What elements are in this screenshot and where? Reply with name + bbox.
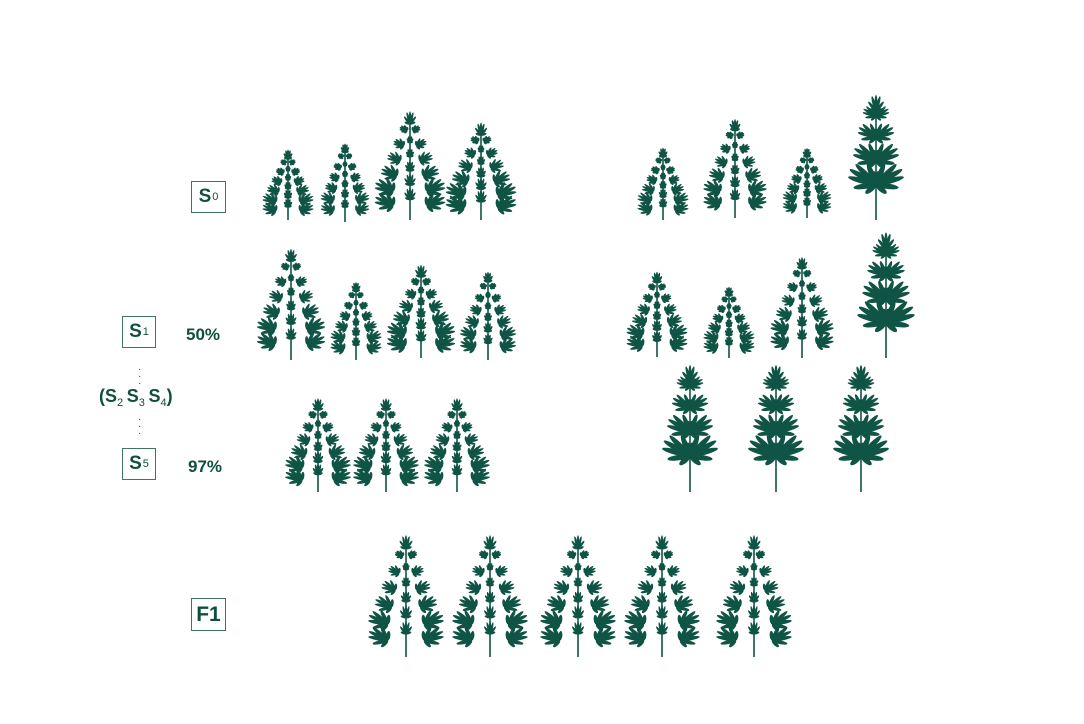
s1-sub: 1 xyxy=(142,326,149,338)
s1-percentage: 50% xyxy=(186,325,221,344)
cannabis-plant-icon xyxy=(353,398,419,492)
cannabis-plant-icon xyxy=(716,535,792,657)
cannabis-plant-icon xyxy=(320,143,370,222)
generations-s2-s4-label: (S2 S3 S4) xyxy=(99,386,173,409)
cannabis-plant-icon xyxy=(445,122,517,220)
s4-sub: 4 xyxy=(160,397,167,409)
cannabis-plant-icon xyxy=(374,111,446,220)
s5-sub: 5 xyxy=(142,458,149,470)
cannabis-plant-icon xyxy=(833,365,889,492)
cannabis-plant-icon xyxy=(368,535,444,657)
f1-text: F1 xyxy=(196,602,221,626)
cannabis-plant-icon xyxy=(256,248,326,360)
s5-percentage: 97% xyxy=(188,457,223,476)
s5-letter: S xyxy=(129,453,142,474)
cannabis-plant-icon xyxy=(848,94,904,220)
cannabis-plant-icon xyxy=(424,398,490,492)
cannabis-plant-icon xyxy=(770,257,834,358)
cannabis-plant-icon xyxy=(637,147,689,220)
cannabis-plant-icon xyxy=(540,535,616,657)
paren-open: ( xyxy=(99,386,105,406)
cannabis-plant-icon xyxy=(624,535,700,657)
s0-sub: 0 xyxy=(212,191,219,203)
cannabis-plant-icon xyxy=(285,398,351,492)
cannabis-plant-icon xyxy=(782,148,832,218)
cannabis-plant-icon xyxy=(703,119,767,218)
cannabis-plant-icon xyxy=(703,286,755,358)
generation-f1-label: F1 xyxy=(191,598,226,631)
cannabis-plant-icon xyxy=(262,149,314,220)
cannabis-plant-icon xyxy=(857,232,915,358)
cannabis-plant-icon xyxy=(460,271,516,360)
s2-letter: S xyxy=(105,386,118,406)
s0-letter: S xyxy=(198,186,212,207)
cannabis-plant-icon xyxy=(330,282,382,360)
cannabis-plant-icon xyxy=(452,535,528,657)
cannabis-plant-icon xyxy=(662,365,718,492)
cannabis-plant-icon xyxy=(386,264,456,358)
s3-letter: S xyxy=(126,386,139,406)
cannabis-plant-icon xyxy=(748,365,804,492)
paren-close: ) xyxy=(166,386,173,406)
s2-sub: 2 xyxy=(117,397,124,409)
s3-sub: 3 xyxy=(138,397,145,409)
dotted-connector-top: ··· xyxy=(138,364,142,389)
s4-letter: S xyxy=(148,386,161,406)
s1-letter: S xyxy=(129,321,142,342)
cannabis-plant-icon xyxy=(626,271,688,357)
dotted-connector-bottom: ··· xyxy=(138,414,142,439)
